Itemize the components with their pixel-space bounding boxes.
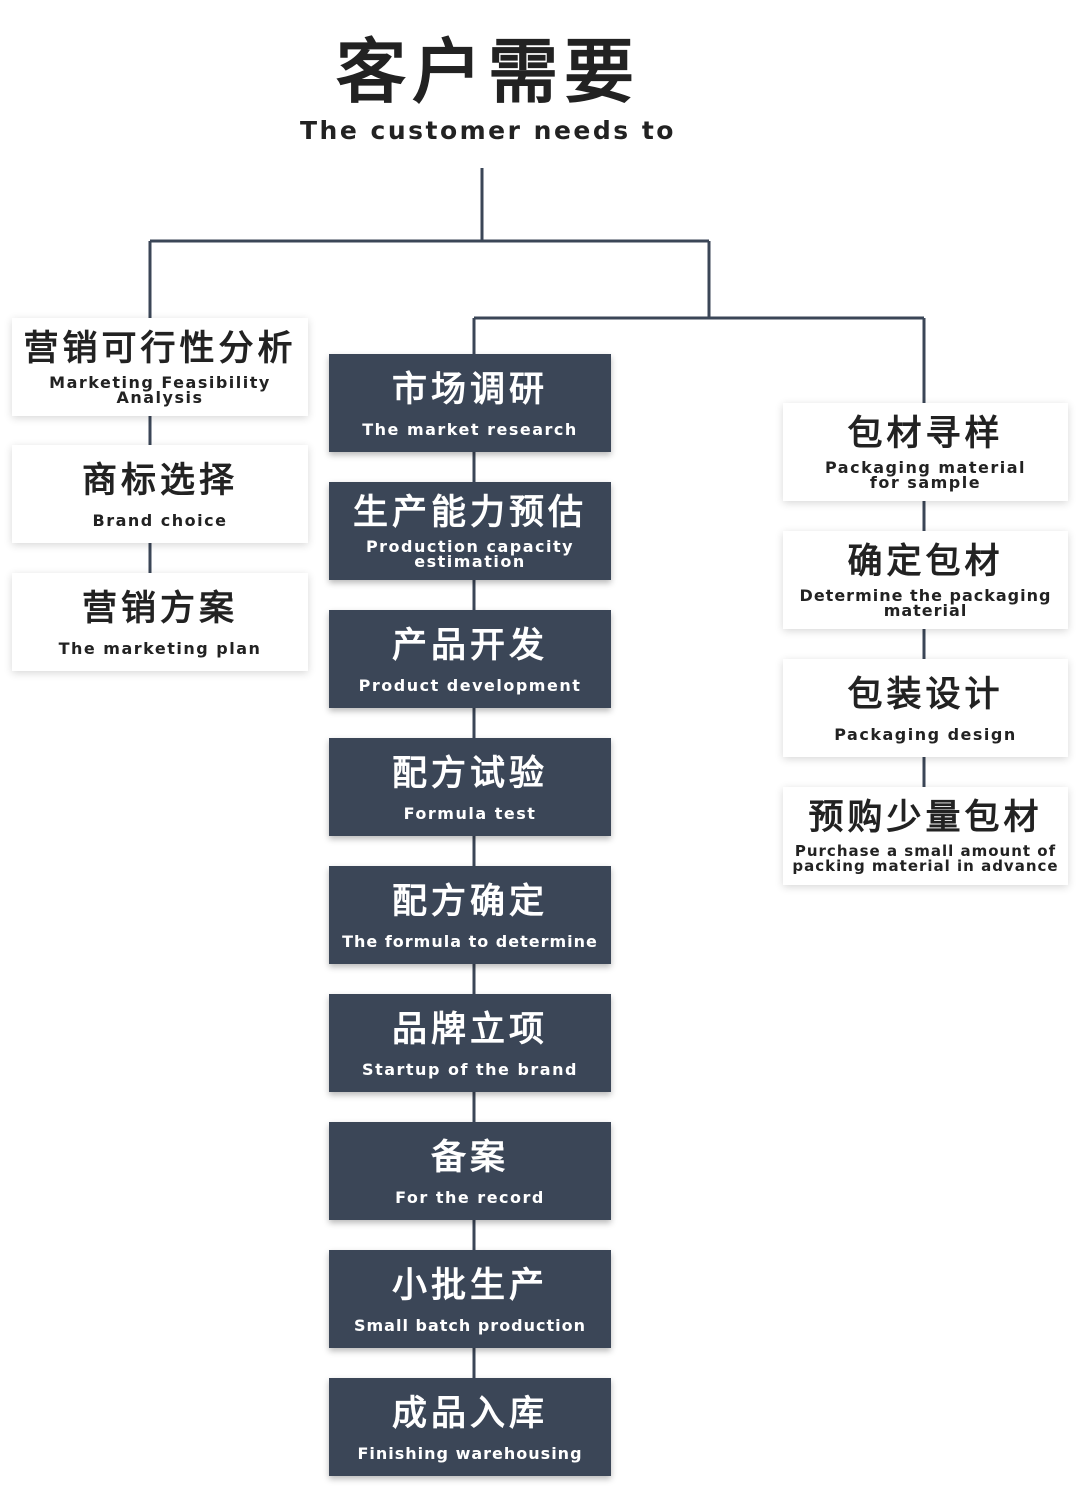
step-title: 预购少量包材 (808, 798, 1043, 838)
mid-step-brand-startup: 品牌立项 Startup of the brand (329, 994, 611, 1092)
step-subtitle: Determine the packaging material (799, 586, 1052, 620)
mid-step-small-batch: 小批生产 Small batch production (329, 1250, 611, 1348)
step-subtitle: The marketing plan (58, 638, 262, 658)
left-step-brand-choice: 商标选择 Brand choice (12, 445, 308, 543)
mid-step-record: 备案 For the record (329, 1122, 611, 1220)
step-subtitle: The market research (362, 419, 578, 439)
step-subtitle: Purchase a small amount of packing mater… (792, 842, 1059, 875)
step-subtitle: Formula test (403, 803, 537, 823)
step-subtitle: Packaging material for sample (825, 458, 1026, 492)
step-title: 产品开发 (391, 625, 548, 666)
step-title: 成品入库 (391, 1393, 548, 1434)
step-title: 营销方案 (81, 588, 238, 629)
step-subtitle: Product development (358, 675, 582, 695)
header-title: 客户需要 (336, 31, 640, 113)
step-title: 商标选择 (81, 460, 238, 501)
step-subtitle: Small batch production (353, 1315, 587, 1335)
step-title: 包材寻样 (847, 414, 1004, 454)
step-subtitle: Finishing warehousing (357, 1443, 583, 1463)
step-title: 生产能力预估 (352, 493, 587, 533)
step-title: 包装设计 (847, 674, 1004, 715)
mid-step-formula-test: 配方试验 Formula test (329, 738, 611, 836)
mid-step-market-research: 市场调研 The market research (329, 354, 611, 452)
right-step-packaging-sample: 包材寻样 Packaging material for sample (783, 403, 1068, 501)
step-subtitle: For the record (395, 1187, 545, 1207)
header-subtitle: The customer needs to (300, 116, 676, 145)
step-title: 小批生产 (391, 1265, 548, 1306)
step-subtitle: Brand choice (92, 510, 228, 530)
right-step-determine-packaging: 确定包材 Determine the packaging material (783, 531, 1068, 629)
mid-step-warehousing: 成品入库 Finishing warehousing (329, 1378, 611, 1476)
step-title: 配方试验 (391, 753, 548, 794)
step-title: 营销可行性分析 (23, 329, 297, 369)
step-subtitle: Marketing Feasibility Analysis (49, 373, 271, 407)
mid-step-product-development: 产品开发 Product development (329, 610, 611, 708)
step-subtitle: Packaging design (834, 724, 1017, 744)
step-title: 市场调研 (391, 369, 548, 410)
step-title: 配方确定 (391, 881, 548, 922)
step-subtitle: Startup of the brand (362, 1059, 578, 1079)
mid-step-production-capacity: 生产能力预估 Production capacity estimation (329, 482, 611, 580)
step-title: 品牌立项 (391, 1009, 548, 1050)
header-banner: 客户需要 The customer needs to (248, 12, 728, 155)
step-subtitle: The formula to determine (342, 931, 598, 951)
step-title: 确定包材 (847, 542, 1004, 582)
left-step-marketing-plan: 营销方案 The marketing plan (12, 573, 308, 671)
left-step-marketing-feasibility: 营销可行性分析 Marketing Feasibility Analysis (12, 318, 308, 416)
right-step-purchase-packing: 预购少量包材 Purchase a small amount of packin… (783, 787, 1068, 885)
mid-step-formula-determine: 配方确定 The formula to determine (329, 866, 611, 964)
step-title: 备案 (430, 1137, 509, 1178)
step-subtitle: Production capacity estimation (365, 537, 575, 571)
right-step-packaging-design: 包装设计 Packaging design (783, 659, 1068, 757)
